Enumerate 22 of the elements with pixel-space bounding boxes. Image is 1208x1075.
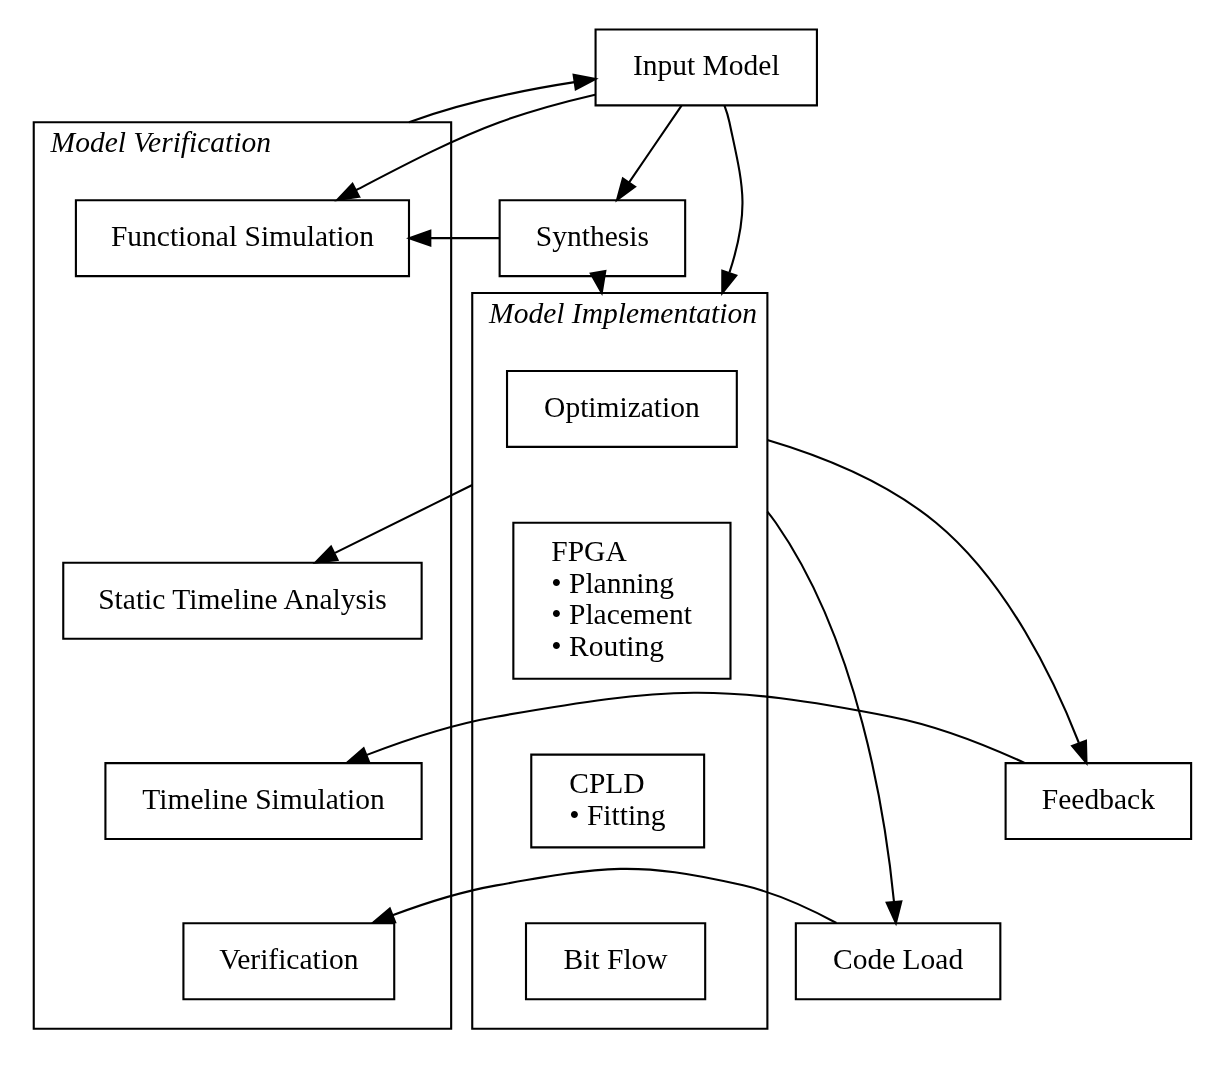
node-box: Timeline Simulation bbox=[104, 762, 423, 841]
arrow bbox=[615, 105, 683, 203]
node-box: Feedback bbox=[1004, 762, 1193, 841]
arrow bbox=[343, 691, 1025, 765]
node-box: Bit Flow bbox=[524, 922, 707, 1001]
arrow bbox=[766, 510, 903, 927]
node-box: Functional Simulation bbox=[74, 199, 411, 278]
node-box: Code Load bbox=[794, 922, 1002, 1001]
node-box: FPGA • Planning • Placement • Routing bbox=[512, 521, 732, 680]
node-box: Optimization bbox=[505, 369, 738, 448]
arrow bbox=[589, 269, 607, 297]
arrow bbox=[406, 229, 500, 247]
node-box: Verification bbox=[182, 922, 396, 1001]
arrow bbox=[767, 439, 1088, 766]
arrow bbox=[721, 105, 744, 296]
arrow bbox=[408, 73, 599, 124]
node-box: CPLD • Fitting bbox=[530, 753, 706, 849]
node-box: Input Model bbox=[594, 28, 818, 107]
arrow bbox=[312, 484, 473, 564]
arrow bbox=[369, 867, 837, 925]
arrow bbox=[334, 93, 596, 202]
node-box: Static Timeline Analysis bbox=[62, 561, 423, 640]
